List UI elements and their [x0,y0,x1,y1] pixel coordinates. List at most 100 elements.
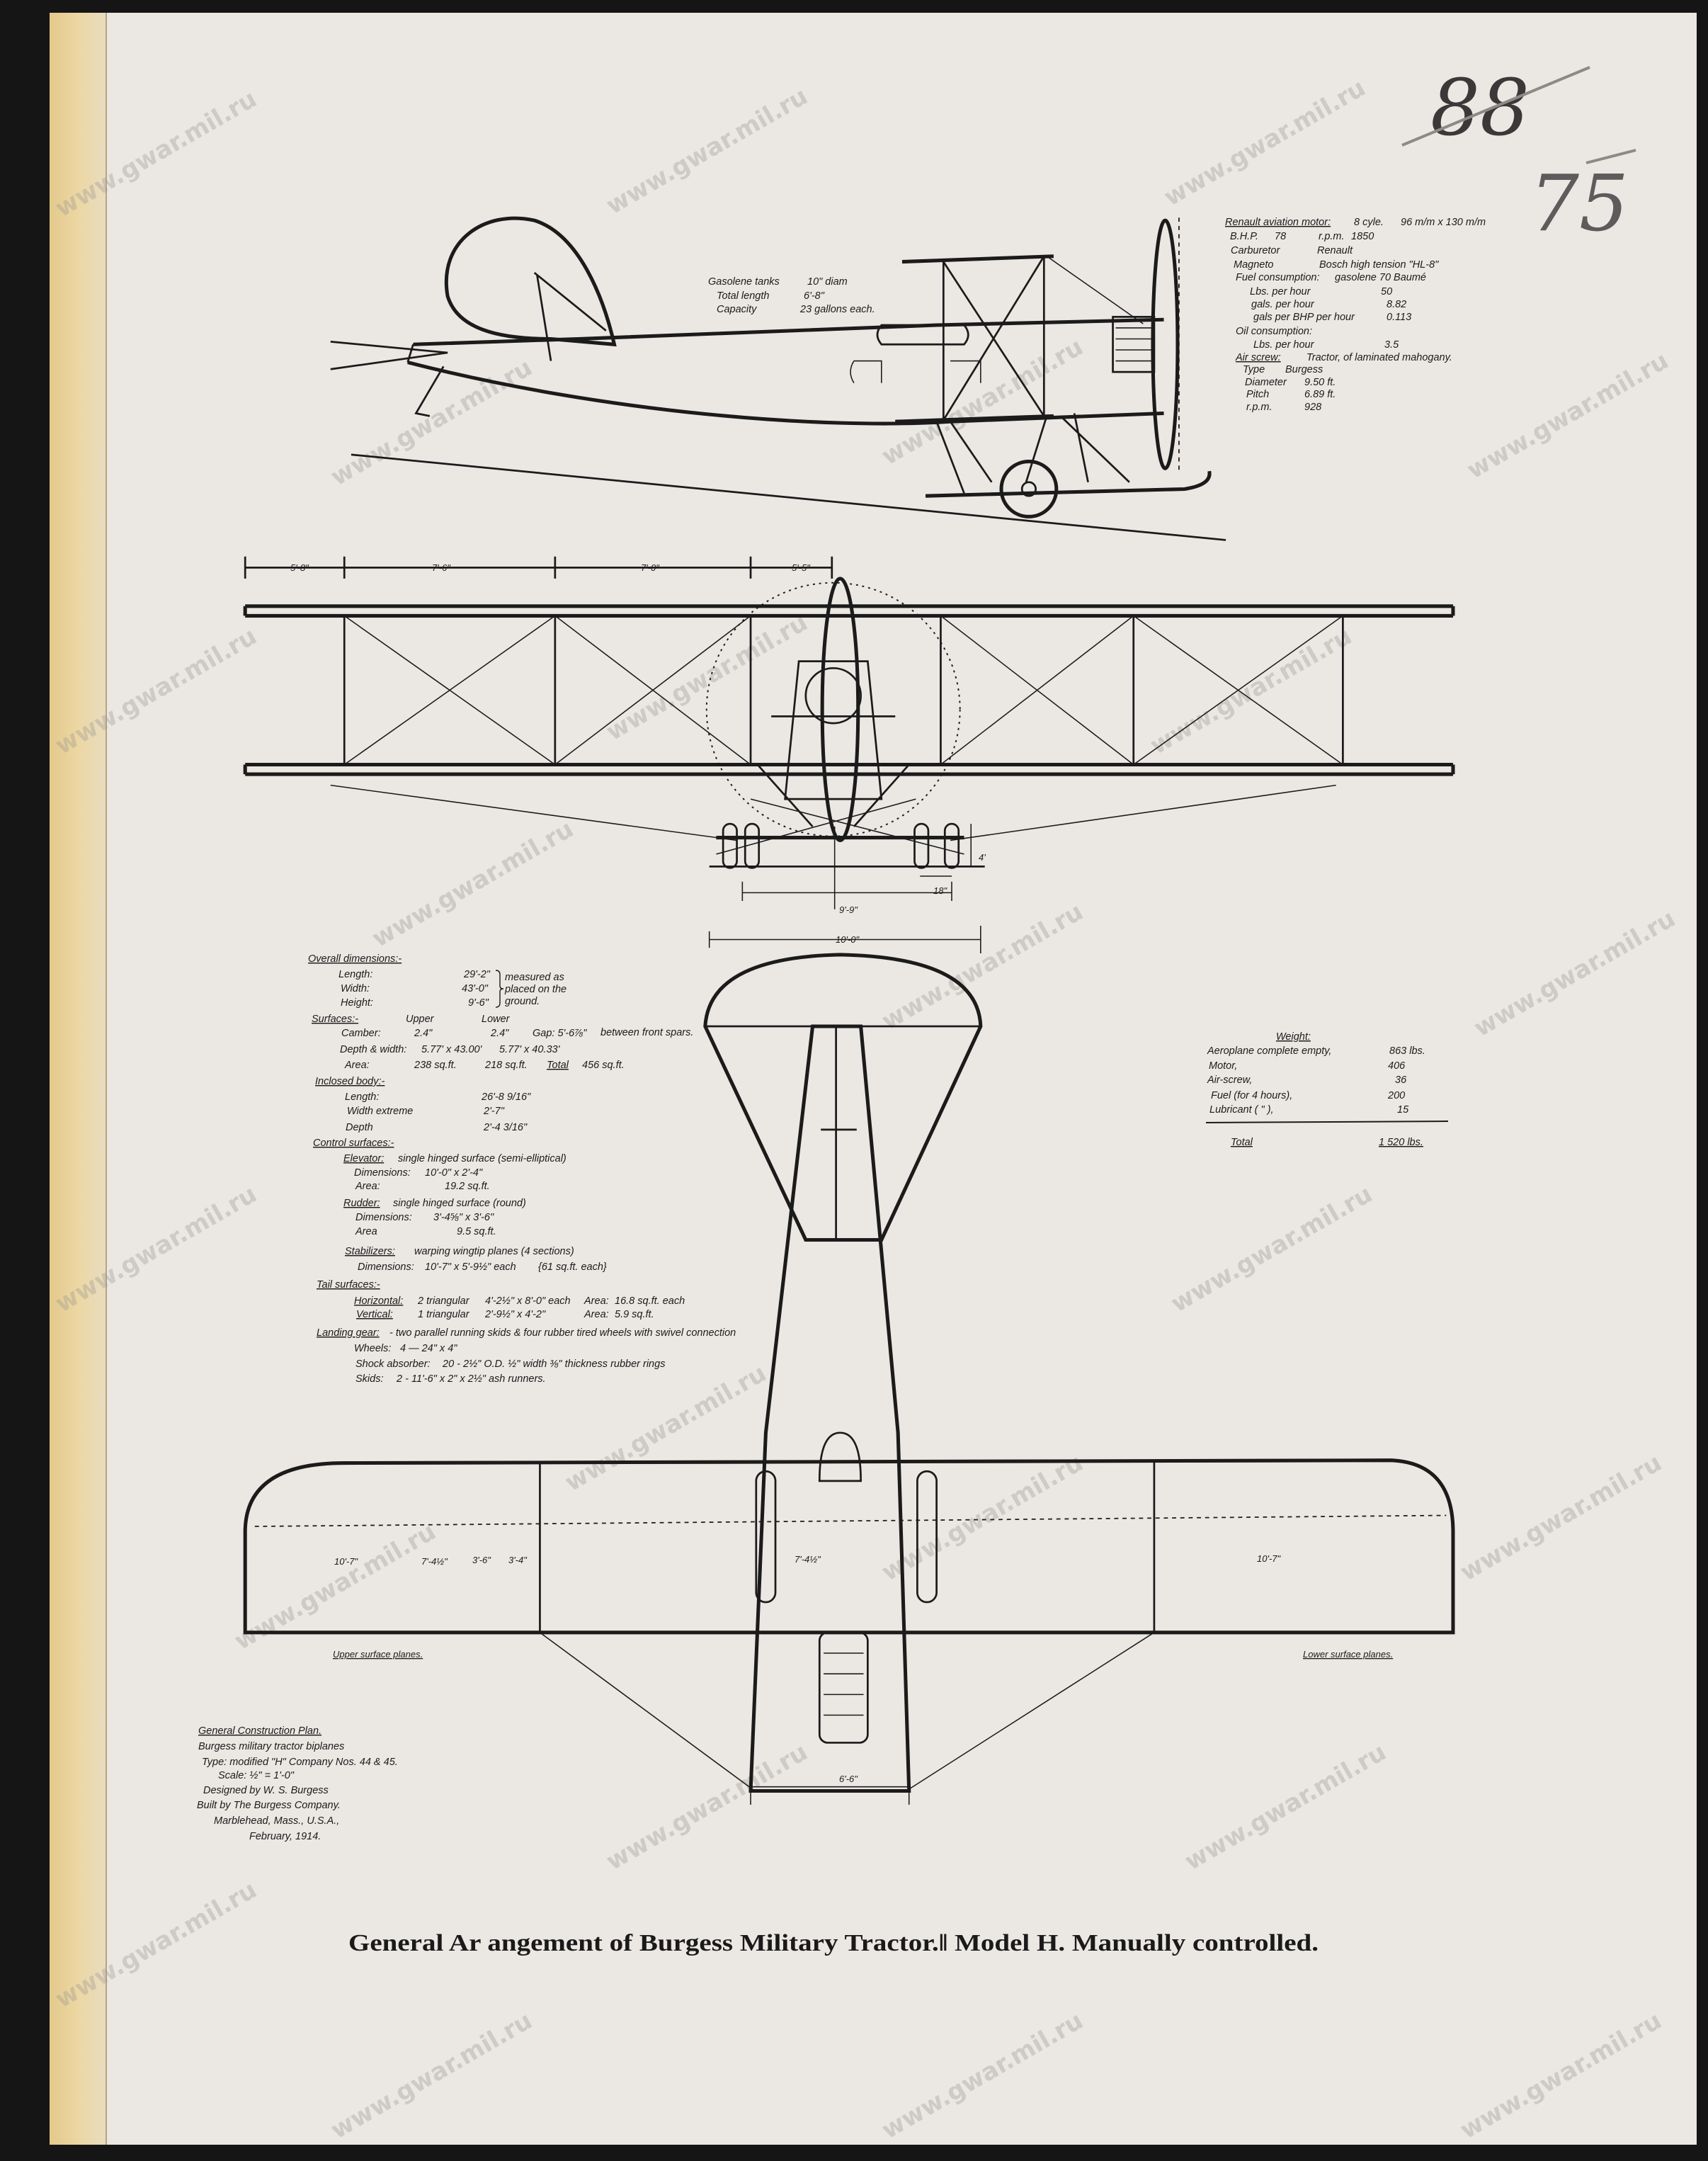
page-number-current: 75 [1530,149,1636,249]
fuel-tank-right [916,1470,938,1604]
spec-label: Width extreme [347,1106,413,1117]
dim-label: 4' [979,852,986,863]
spec-value: 16.8 sq.ft. each [615,1295,685,1307]
spec-label: Dimensions: [358,1261,414,1273]
spec-value: single hinged surface (semi-elliptical) [398,1153,567,1164]
binding-strip [50,13,106,2145]
spec-label: Vertical: [356,1309,393,1320]
weight-value: 863 lbs. [1389,1045,1425,1057]
weight-value: 406 [1388,1060,1406,1072]
bhp-value: 78 [1275,231,1286,242]
weight-rule [1205,1121,1449,1123]
spec-value: 2'-7" [483,1106,505,1117]
spec-value: 4 — 24" x 4" [400,1343,457,1354]
dim-label: 10'-7" [1257,1553,1282,1564]
spec-label: Area: [344,1060,370,1071]
spec-value: 10'-7" x 5'-9½" each [425,1261,516,1273]
oil-row-value: 3.5 [1384,339,1399,351]
spec-value: 43'-0" [462,983,489,994]
spec-label: Dimensions: [355,1212,412,1223]
section-title: Surfaces:- [312,1014,358,1025]
spec-label: Landing gear: [317,1327,380,1339]
airscrew-row-label: Diameter [1245,377,1287,388]
page-number-88: 88 [1430,62,1530,153]
fuel-label: Fuel consumption: [1236,272,1319,283]
page-number-75: 75 [1530,158,1629,249]
plan-note-title: General Construction Plan. [198,1725,321,1737]
weight-label: Air-screw, [1207,1074,1252,1086]
engine-cylinders: 8 cyle. [1354,217,1384,228]
dim-label: 7'-0" [641,562,660,573]
spec-label: Depth [346,1122,373,1133]
weight-value: 36 [1395,1074,1407,1086]
upper-surface-label: Upper surface planes. [333,1649,423,1660]
spec-label: Area [355,1226,377,1237]
rudder-outline [444,216,617,347]
spec-label: Area: [583,1295,609,1307]
spec-value: 2.4" [490,1028,509,1039]
spec-value: 19.2 sq.ft. [445,1181,490,1192]
rpm-value: 1850 [1351,231,1374,242]
airscrew-row-label: r.p.m. [1246,402,1273,413]
magneto-value: Bosch high tension "HL-8" [1319,259,1439,271]
spec-value: 26'-8 9/16" [481,1091,531,1103]
spec-value: single hinged surface (round) [393,1198,526,1209]
section-title: Overall dimensions:- [308,953,402,965]
section-title: Inclosed body:- [315,1076,385,1087]
fuel-row-value: 0.113 [1387,312,1411,323]
page-number-struck: 88 [1401,62,1590,153]
spec-value: {61 sq.ft. each} [538,1261,607,1273]
spec-value: 1 triangular [418,1309,470,1320]
plan-note-line: Built by The Burgess Company. [197,1800,341,1811]
fuel-row-value: 50 [1381,286,1392,297]
plan-note-line: Marblehead, Mass., U.S.A., [214,1815,339,1827]
cockpit [818,1431,862,1482]
dim-label: 10'-7" [334,1556,359,1567]
fuel-tank-side [876,324,969,346]
front-elevation-view [243,556,1455,909]
spec-label: Shock absorber: [355,1359,431,1370]
spec-value: 2'-9½" x 4'-2" [484,1309,546,1320]
spec-value: 2'-4 3/16" [483,1122,528,1133]
spec-label: Camber: [341,1028,381,1039]
weight-total-label: Total [1231,1137,1253,1148]
spec-label: Elevator: [343,1153,384,1164]
figure-caption: General Ar angement of Burgess Military … [348,1930,1319,1956]
weight-label: Lubricant ( " ), [1209,1104,1274,1116]
spec-label: Total [547,1060,569,1071]
airscrew-row-value: 6.89 ft. [1304,389,1336,400]
section-title: Control surfaces:- [313,1138,394,1149]
spec-note: placed on the [504,984,567,995]
lower-surface-label: Lower surface planes. [1303,1649,1393,1660]
engine-plan [818,1631,869,1744]
spec-value: 5.77' x 40.33' [499,1044,561,1055]
tanks-capacity-label: Capacity [717,304,757,315]
spec-note: ground. [505,996,540,1007]
engine-bore-stroke: 96 m/m x 130 m/m [1401,217,1486,228]
spec-label: Skids: [355,1373,384,1385]
tank-note: Gasolene tanks 10" diam Total length 6'-… [708,276,875,315]
plan-note-line: Designed by W. S. Burgess [203,1785,329,1796]
plan-dimensions: 10'-0" 10'-7" 7'-4½" 3'-6" 3'-4" 7'-4½" … [333,934,1393,1784]
spec-label: Length: [338,969,372,980]
fuel-value: gasolene 70 Baumé [1335,272,1426,283]
airscrew-row-label: Type [1243,364,1265,375]
column-header: Upper [406,1014,435,1025]
spec-value: 4'-2½" x 8'-0" each [485,1295,571,1307]
dim-label: 7'-6" [432,562,451,573]
section-title: Tail surfaces:- [317,1279,380,1291]
dim-label: 18" [933,885,947,896]
plan-note-line: Burgess military tractor biplanes [198,1741,344,1752]
engine-title: Renault aviation motor: [1225,217,1331,228]
airscrew-row-value: 928 [1304,402,1321,413]
engine-specs: Renault aviation motor: 8 cyle. 96 m/m x… [1225,217,1486,413]
propeller-side [1151,218,1180,470]
magneto-label: Magneto [1234,259,1273,271]
tanks-length-label: Total length [717,290,769,302]
fuel-row-label: gals per BHP per hour [1253,312,1355,323]
oil-label: Oil consumption: [1236,326,1312,337]
airscrew-label: Air screw: [1235,352,1281,363]
spec-label: Width: [341,983,370,994]
